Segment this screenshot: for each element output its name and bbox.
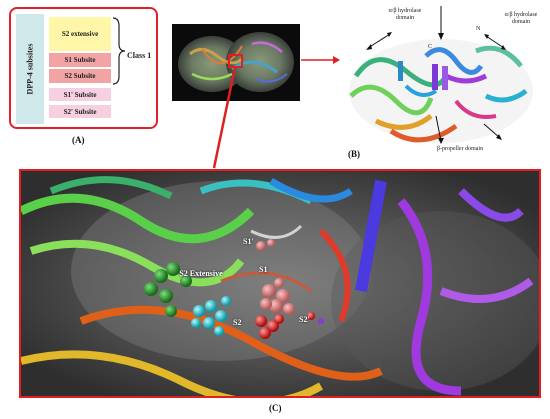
dpp4-subsites-bar [16, 14, 44, 124]
dpp4-ribbon-structure [349, 6, 533, 144]
s2-extensive-box: S2 extensive [49, 17, 111, 51]
caption-a: (A) [72, 135, 85, 145]
binding-site-render [21, 171, 539, 396]
s1-prime-subsite-box: S1' Subsite [49, 88, 111, 101]
site-label-s2-prime: S2' [299, 315, 310, 324]
caption-b: (B) [348, 149, 360, 159]
panel-a-subsite-diagram: DPP-4 subsites S2 extensive S1 Subsite S… [9, 7, 158, 129]
class1-label: Class 1 [127, 51, 152, 60]
s2-prime-subsite-box: S2' Subsite [49, 105, 111, 118]
alpha-beta-hydrolase-label-left: α/β hydrolase domain [388, 8, 422, 21]
s2-subsite-box: S2 Subsite [49, 69, 111, 83]
site-label-s1: S1 [259, 265, 268, 274]
c-terminus-label: C [428, 44, 433, 50]
s1-subsite-box: S1 Subsite [49, 53, 111, 67]
n-terminus-label: N [476, 26, 481, 32]
protein-surface-thumbnail [172, 24, 300, 101]
alpha-beta-hydrolase-label-right: α/β hydrolase domain [504, 12, 538, 25]
caption-c: (C) [269, 403, 282, 413]
site-label-s2: S2 [233, 318, 242, 327]
beta-propeller-label: β-propeller domain [436, 146, 484, 152]
panel-c-binding-site-view: S1' S1 S2 Extensive S2 S2' [19, 169, 541, 398]
site-label-s1-prime: S1' [243, 237, 254, 246]
site-label-s2-extensive: S2 Extensive [179, 269, 223, 278]
class1-brace-icon [112, 17, 126, 85]
active-site-highlight-box [228, 54, 243, 68]
